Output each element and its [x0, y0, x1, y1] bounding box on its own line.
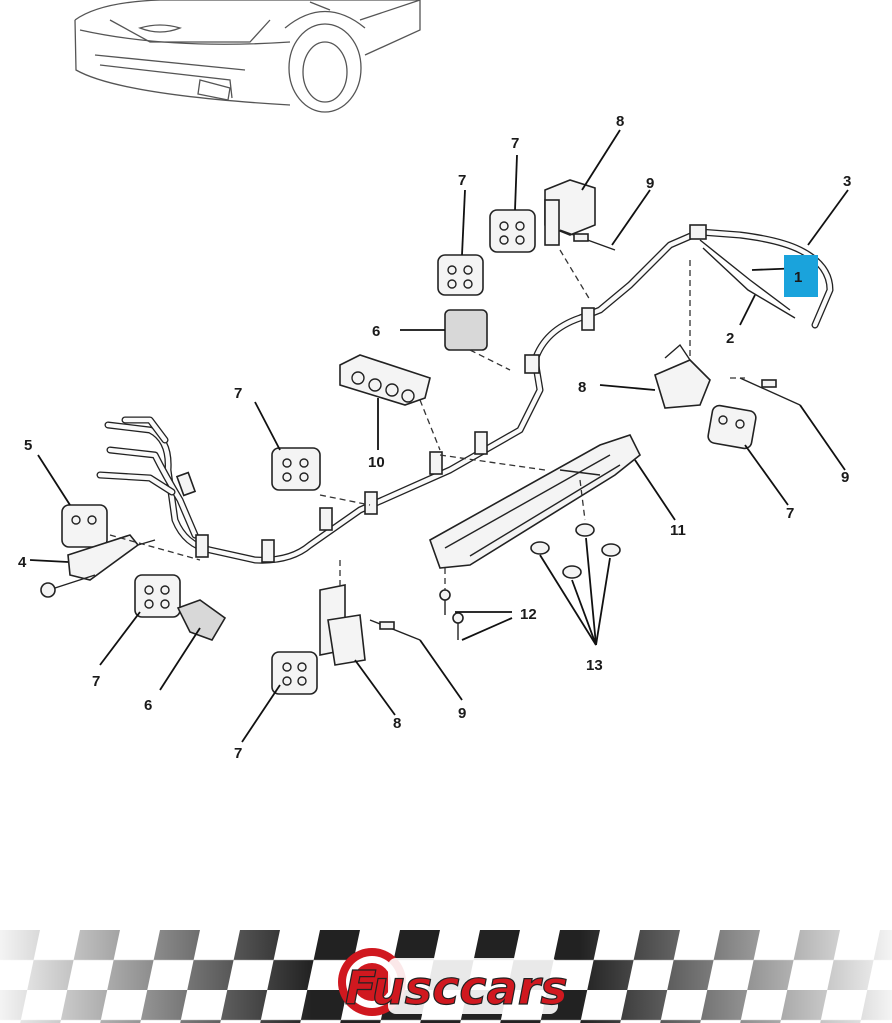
brand-banner: Fusccars: [0, 930, 892, 1023]
callout-8-right: 8: [578, 379, 586, 396]
callout-1-highlight: [784, 255, 818, 297]
bolt-9-bottom: [369, 619, 421, 641]
callout-5: 5: [24, 437, 32, 454]
heat-shield: [429, 434, 642, 569]
hanger-support-10: [339, 354, 431, 406]
callout-3: 3: [843, 173, 851, 190]
callout-7-right: 7: [786, 505, 794, 522]
bracket-8-top: [544, 179, 596, 246]
hanger-insulator-5: [61, 504, 108, 548]
callout-9-right: 9: [841, 469, 849, 486]
callout-13: 13: [586, 657, 603, 674]
callout-4: 4: [18, 554, 27, 571]
callout-7-bottom-left: 7: [92, 673, 100, 690]
rubber-block-6-bottom: [176, 599, 227, 641]
bolts-12: [439, 589, 464, 640]
callout-6-bottom: 6: [144, 697, 152, 714]
hanger-insulator-7-right: [707, 404, 757, 450]
exhaust-system-parts-diagram: 1 2 3 4 5 6 6 7 7 7 7 7 7 7 8 8 8 9 9 9 …: [18, 0, 851, 762]
brand-logo-text: Fusccars: [345, 961, 568, 1015]
callout-leaders: [29, 129, 849, 743]
bracket-8-right: [654, 343, 711, 409]
callout-12: 12: [520, 606, 537, 623]
bolt-9-right: [739, 377, 801, 406]
callout-7-top-center: 7: [511, 135, 519, 152]
exhaust-pipe: [96, 224, 834, 564]
callout-6-top: 6: [372, 323, 380, 340]
callout-8-bottom: 8: [393, 715, 401, 732]
callout-7-left-middle: 7: [234, 385, 242, 402]
bracket-8-bottom: [319, 584, 366, 666]
vehicle-outline: [74, 0, 421, 113]
callout-7-top-left: 7: [458, 172, 466, 189]
checkered-flag-pattern: Fusccars: [0, 930, 892, 1023]
assembly-guides: [109, 249, 745, 590]
hanger-insulator-7-top-center: [489, 209, 536, 253]
callout-1: 1: [794, 269, 802, 286]
callout-7-bottom-center: 7: [234, 745, 242, 762]
hanger-insulator-7-bottom-left: [134, 574, 181, 618]
callout-8-top: 8: [616, 113, 624, 130]
callout-9-top: 9: [646, 175, 654, 192]
brand-logo: Fusccars: [338, 948, 568, 1016]
hanger-insulator-7-top-left: [437, 254, 484, 296]
hanger-insulator-7-bottom-center: [271, 651, 318, 695]
callout-10: 10: [368, 454, 385, 471]
callout-11: 11: [670, 522, 686, 539]
rubber-block-6-top: [444, 309, 488, 351]
callout-labels: 1 2 3 4 5 6 6 7 7 7 7 7 7 7 8 8 8 9 9 9 …: [18, 113, 851, 762]
hanger-insulator-7-left-middle: [271, 447, 321, 491]
callout-2: 2: [726, 330, 734, 347]
callout-9-bottom: 9: [458, 705, 466, 722]
nuts-13: [530, 523, 621, 579]
bolt-9-top: [559, 229, 616, 251]
